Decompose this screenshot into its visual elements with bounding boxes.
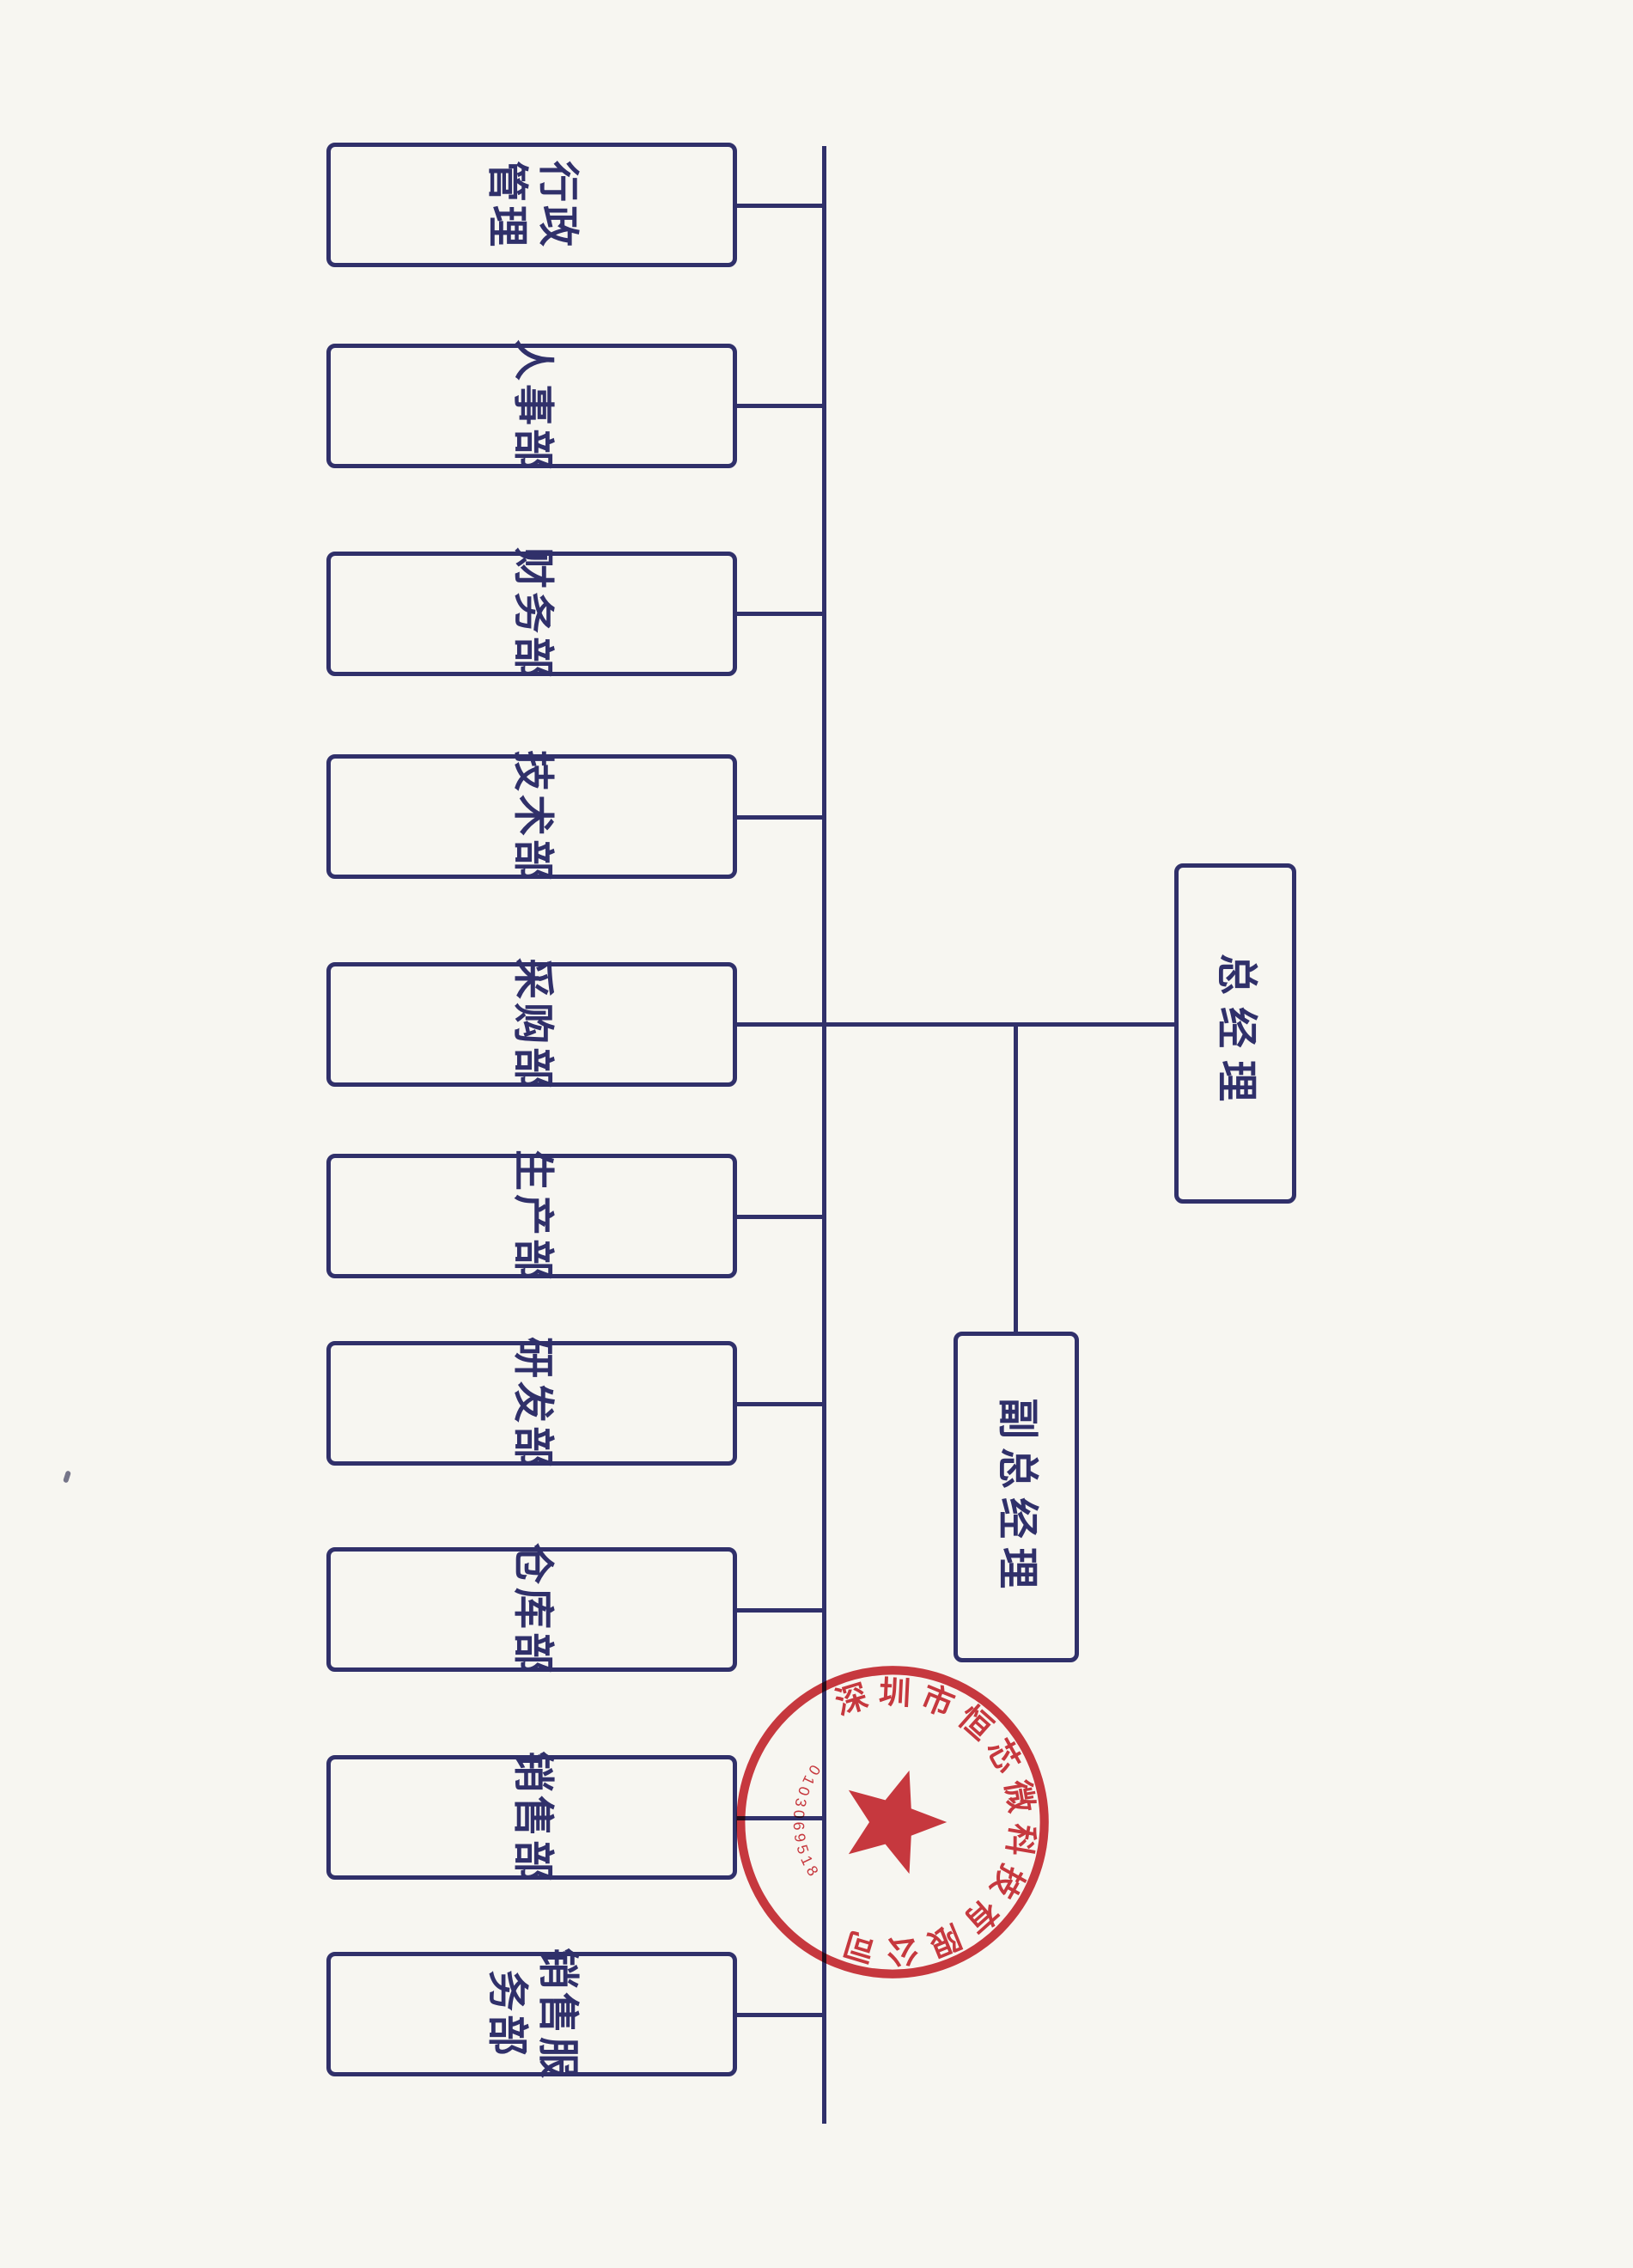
department-label: 采购部 [509,957,556,1092]
general-manager-branch-line [822,1022,1176,1027]
seal-ring [736,1666,1049,1978]
department-label: 研发部 [509,1336,556,1471]
department-label: 销售服 务部 [484,1947,581,2082]
department-box: 采购部 [326,957,737,1092]
department-box: 技术部 [326,749,737,884]
general-manager-box: 总经理 [1174,863,1296,1204]
svg-text:0103069518: 0103069518 [790,1762,825,1882]
department-box: 财务部 [326,546,737,681]
department-label: 人事部 [509,338,556,473]
connector-line [735,815,825,820]
connector-line [735,204,825,208]
department-label: 仓库部 [509,1542,556,1677]
department-label: 财务部 [509,546,556,681]
department-box: 研发部 [326,1336,737,1471]
connector-line [735,1402,825,1406]
seal-registration-number: 0103069518 [790,1762,825,1882]
company-seal: 深圳市恒芯微科技有限公司 0103069518 [736,1666,1049,1978]
deputy-manager-branch-line [1014,1022,1018,1335]
deputy-general-manager-box: 副总经理 [954,1332,1079,1662]
connector-line [735,1022,825,1027]
department-label: 销售部 [509,1750,556,1885]
general-manager-label: 总经理 [1213,953,1259,1114]
department-box: 生产部 [326,1149,737,1283]
org-trunk-line [822,146,826,2124]
department-label: 生产部 [509,1149,556,1283]
scan-artifact-mark [62,1470,72,1484]
connector-line [735,1608,825,1613]
department-box: 人事部 [326,338,737,473]
deputy-general-manager-label: 副总经理 [994,1397,1040,1597]
department-label: 技术部 [509,749,556,884]
seal-star [848,1770,948,1875]
department-box: 销售服 务部 [326,1947,737,2082]
connector-line [735,1816,825,1820]
connector-line [735,404,825,408]
connector-line [735,2013,825,2017]
connector-line [735,612,825,616]
connector-line [735,1215,825,1219]
department-label: 行政 管理 [484,160,581,250]
department-box: 销售部 [326,1750,737,1885]
department-box: 仓库部 [326,1542,737,1677]
department-box: 行政 管理 [326,143,737,267]
